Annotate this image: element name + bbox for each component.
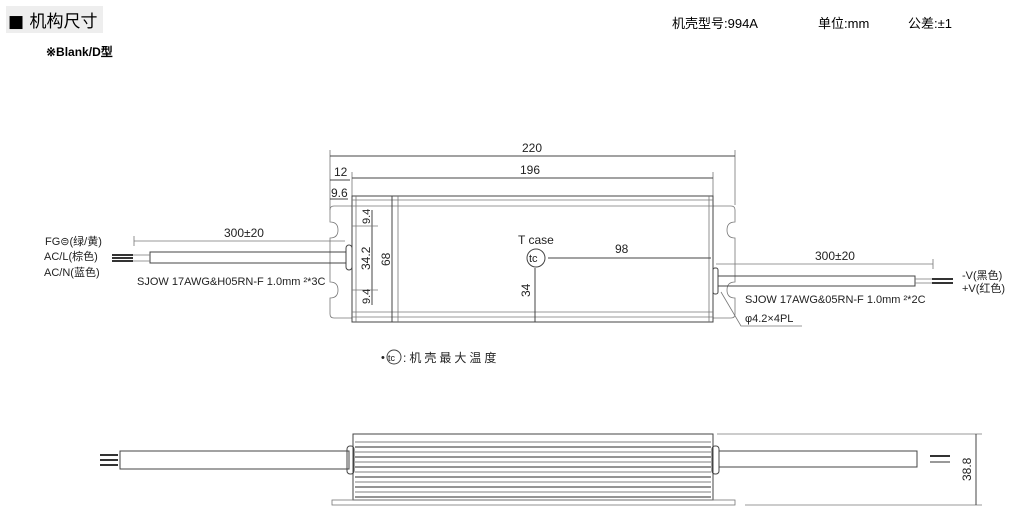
wire-pos-v: +V(红色) xyxy=(962,281,1005,295)
output-cable xyxy=(717,275,916,287)
tc-circle xyxy=(526,248,546,268)
wire-acl: AC/L(棕色) xyxy=(44,249,98,263)
case-model: 机壳型号:994A xyxy=(672,16,758,31)
legend-text: :机壳最大温度 xyxy=(403,350,499,365)
output-cable-length: 300±20 xyxy=(815,249,855,263)
tolerance: 公差:±1 xyxy=(908,16,952,31)
dim-9-4-top: 9.4 xyxy=(361,209,373,224)
variant-label: ※Blank/D型 xyxy=(46,45,113,59)
dim-12: 12 xyxy=(334,165,348,179)
dim-98: 98 xyxy=(615,242,629,256)
dim-34: 34 xyxy=(519,283,533,297)
input-cable xyxy=(149,251,347,264)
side-output-cable xyxy=(718,450,918,468)
wire-acn: AC/N(蓝色) xyxy=(44,265,100,279)
heatsink-fins xyxy=(355,441,711,498)
wire-neg-v: -V(黑色) xyxy=(962,268,1002,282)
dim-38-8: 38.8 xyxy=(960,457,974,481)
wire-fg: FG⊜(绿/黄) xyxy=(45,234,102,248)
left-flange xyxy=(329,205,352,319)
top-view: 220 196 12 9.6 9.4 34.2 9.4 68 T case tc… xyxy=(44,141,1005,365)
dim-9-4-bottom: 9.4 xyxy=(361,289,373,304)
input-cable-spec: SJOW 17AWG&H05RN-F 1.0mm ²*3C xyxy=(137,276,326,288)
legend-bullet: • xyxy=(381,352,385,364)
right-flange xyxy=(713,205,736,319)
input-cable-length: 300±20 xyxy=(224,226,264,240)
tcase-label: T case xyxy=(518,233,554,247)
dim-196: 196 xyxy=(520,163,540,177)
input-wire-ends xyxy=(112,254,150,262)
dim-220: 220 xyxy=(522,141,542,155)
dim-34-2: 34.2 xyxy=(359,246,373,270)
tc-symbol: tc xyxy=(529,253,538,265)
legend-tc: tc xyxy=(388,353,396,363)
output-wire-ends xyxy=(915,278,953,284)
side-input-cable xyxy=(119,450,350,470)
output-cable-spec: SJOW 17AWG&05RN-F 1.0mm ²*2C xyxy=(745,294,926,306)
dim-68: 68 xyxy=(379,252,393,266)
dim-9-6: 9.6 xyxy=(331,186,348,200)
mount-hole-spec: φ4.2×4PL xyxy=(745,313,793,325)
side-view: 38.8 xyxy=(100,433,982,506)
section-title: ■ 机构尺寸 xyxy=(6,6,104,33)
unit: 单位:mm xyxy=(818,16,870,31)
